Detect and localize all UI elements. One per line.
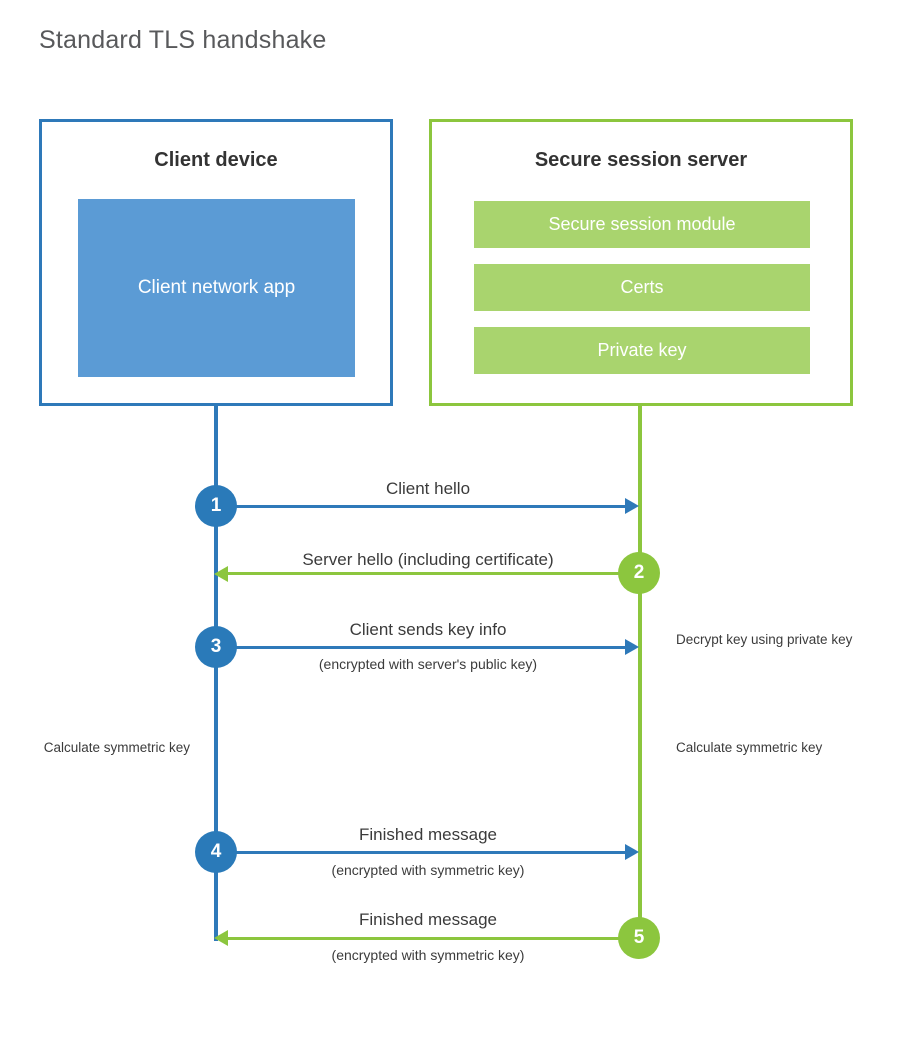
step-4-arrowhead-icon	[625, 844, 639, 860]
step-4-arrow-line	[216, 851, 628, 854]
step-2-arrowhead-icon	[214, 566, 228, 582]
step-5-arrowhead-icon	[214, 930, 228, 946]
server-component-secure-session-module: Secure session module	[474, 201, 810, 248]
step-badge-5: 5	[618, 917, 660, 959]
secure-session-server-title: Secure session server	[534, 149, 748, 171]
server-component-certs: Certs	[474, 264, 810, 311]
client-network-app-block: Client network app	[78, 199, 355, 377]
step-4-label: Finished message	[359, 825, 497, 844]
step-4-sublabel: (encrypted with symmetric key)	[331, 862, 525, 878]
step-badge-2: 2	[618, 552, 660, 594]
server-lifeline	[638, 403, 642, 941]
client-lifeline	[214, 403, 218, 941]
step-badge-1: 1	[195, 485, 237, 527]
secure-session-server-box: Secure session server Secure session mod…	[429, 119, 853, 406]
annotation-client-calculate-symmetric-key: Calculate symmetric key	[43, 740, 190, 755]
step-1-label: Client hello	[385, 479, 471, 498]
step-3-sublabel: (encrypted with server's public key)	[318, 656, 538, 672]
page-title: Standard TLS handshake	[39, 26, 327, 54]
step-5-arrow-line	[228, 937, 640, 940]
step-badge-4: 4	[195, 831, 237, 873]
client-device-box: Client device Client network app	[39, 119, 393, 406]
step-2-arrow-line	[228, 572, 640, 575]
annotation-server-calculate-symmetric-key: Calculate symmetric key	[676, 740, 823, 755]
client-network-app-label: Client network app	[137, 277, 296, 298]
step-badge-3: 3	[195, 626, 237, 668]
step-3-arrowhead-icon	[625, 639, 639, 655]
annotation-server-decrypt-key: Decrypt key using private key	[676, 632, 853, 647]
step-3-label: Client sends key info	[349, 620, 507, 639]
step-1-arrowhead-icon	[625, 498, 639, 514]
client-device-title: Client device	[154, 149, 278, 171]
step-3-arrow-line	[216, 646, 628, 649]
step-5-label: Finished message	[359, 910, 497, 929]
server-component-private-key: Private key	[474, 327, 810, 374]
step-2-label: Server hello (including certificate)	[302, 550, 554, 569]
step-5-sublabel: (encrypted with symmetric key)	[331, 947, 525, 963]
step-1-arrow-line	[216, 505, 628, 508]
